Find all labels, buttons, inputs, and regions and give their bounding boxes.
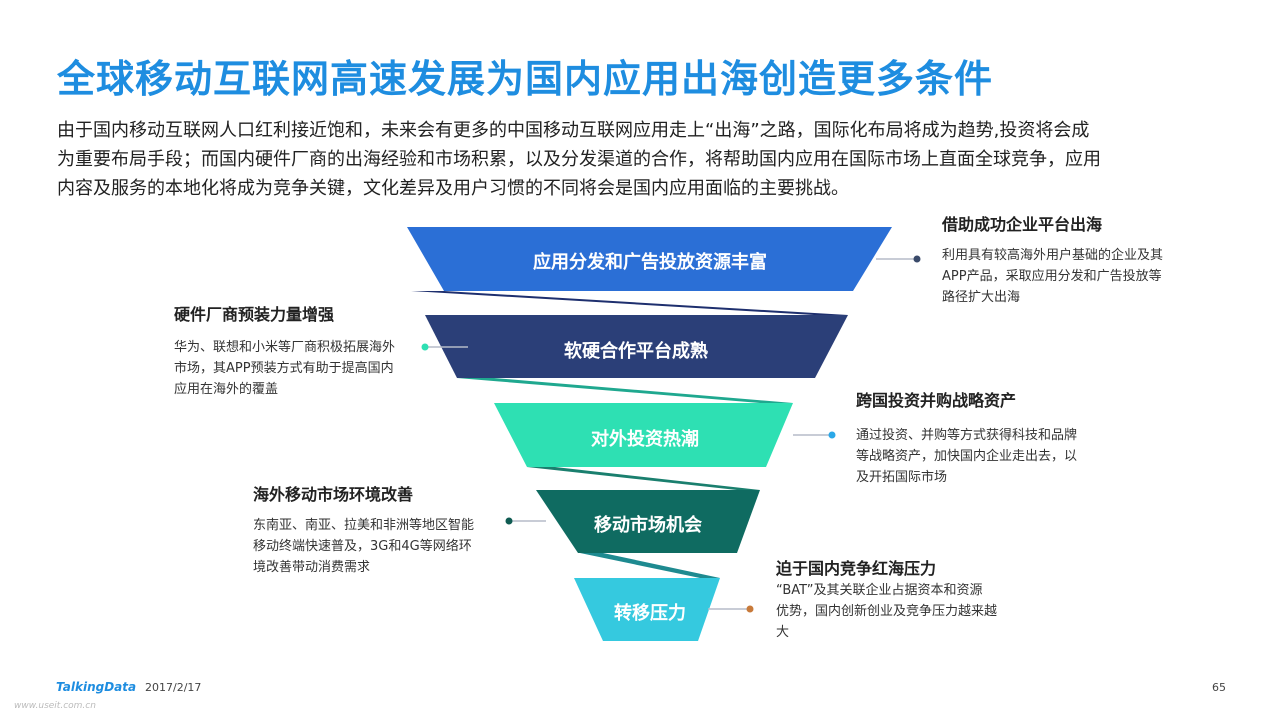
note-2-dot — [421, 343, 429, 351]
note-1-title: 借助成功企业平台出海 — [942, 215, 1103, 234]
note-5-line: 大 — [776, 625, 790, 640]
intro-line: 内容及服务的本地化将成为竞争关键，文化差异及用户习惯的不同将会是国内应用面临的主… — [57, 178, 849, 199]
note-3-dot — [828, 431, 836, 439]
note-5-line: “BAT”及其关联企业占据资本和资源 — [776, 583, 983, 598]
note-2-line: 应用在海外的覆盖 — [174, 382, 279, 397]
note-3-line: 通过投资、并购等方式获得科技和品牌 — [856, 428, 1078, 443]
note-2-body: 华为、联想和小米等厂商积极拓展海外 市场，其APP预装方式有助于提高国内 应用在… — [174, 337, 395, 400]
note-2-line: 华为、联想和小米等厂商积极拓展海外 — [174, 340, 396, 355]
note-5-title: 迫于国内竞争红海压力 — [776, 559, 937, 578]
note-3-title: 跨国投资并购战略资产 — [856, 391, 1017, 410]
note-1-dot — [913, 255, 921, 263]
watermark: www.useit.com.cn — [14, 701, 96, 711]
funnel-band-2-label: 软硬合作平台成熟 — [564, 341, 708, 362]
intro-line: 为重要布局手段；而国内硬件厂商的出海经验和市场积累，以及分发渠道的合作，将帮助国… — [57, 149, 1101, 170]
note-4-line: 境改善带动消费需求 — [253, 560, 371, 575]
funnel-band-1-label: 应用分发和广告投放资源丰富 — [533, 252, 767, 273]
funnel-band-3-label: 对外投资热潮 — [591, 429, 699, 450]
note-4-dot — [505, 517, 513, 525]
talkingdata-logo: TalkingData — [56, 680, 137, 694]
note-1-line: APP产品，采取应用分发和广告投放等 — [942, 269, 1162, 284]
note-2-line: 市场，其APP预装方式有助于提高国内 — [174, 361, 394, 376]
funnel-band-4-label: 移动市场机会 — [594, 515, 702, 536]
funnel-band-5 — [574, 578, 720, 641]
note-1-line: 利用具有较高海外用户基础的企业及其 — [942, 248, 1164, 263]
funnel-connector-2 — [457, 378, 793, 403]
funnel-band-4 — [536, 490, 760, 553]
note-4-body: 东南亚、南亚、拉美和非洲等地区智能 移动终端快速普及，3G和4G等网络环 境改善… — [253, 515, 474, 578]
funnel-connector-1 — [411, 291, 848, 315]
funnel-band-5-label: 转移压力 — [614, 603, 686, 624]
funnel-band-2 — [425, 315, 848, 378]
intro-paragraph: 由于国内移动互联网人口红利接近饱和，未来会有更多的中国移动互联网应用走上“出海”… — [57, 116, 1237, 203]
funnel-connector-3 — [527, 467, 760, 490]
footer-date: 2017/2/17 — [145, 681, 202, 694]
note-5-line: 优势，国内创新创业及竞争压力越来越 — [776, 604, 998, 619]
note-1-line: 路径扩大出海 — [942, 290, 1021, 305]
page-number: 65 — [1212, 681, 1226, 694]
page-title: 全球移动互联网高速发展为国内应用出海创造更多条件 — [57, 57, 994, 101]
funnel-band-3 — [494, 403, 793, 467]
note-3-line: 等战略资产，加快国内企业走出去，以 — [856, 449, 1078, 464]
funnel-connector-4 — [580, 553, 720, 578]
funnel-band-1 — [407, 227, 892, 291]
note-4-title: 海外移动市场环境改善 — [253, 485, 414, 504]
note-3-body: 通过投资、并购等方式获得科技和品牌 等战略资产，加快国内企业走出去，以 及开拓国… — [856, 425, 1077, 488]
note-5-dot — [746, 605, 754, 613]
note-1-body: 利用具有较高海外用户基础的企业及其 APP产品，采取应用分发和广告投放等 路径扩… — [942, 245, 1163, 308]
note-4-line: 东南亚、南亚、拉美和非洲等地区智能 — [253, 518, 475, 533]
note-3-line: 及开拓国际市场 — [856, 470, 948, 485]
note-2-title: 硬件厂商预装力量增强 — [174, 305, 335, 324]
note-5-body: “BAT”及其关联企业占据资本和资源 优势，国内创新创业及竞争压力越来越 大 — [776, 580, 997, 643]
intro-line: 由于国内移动互联网人口红利接近饱和，未来会有更多的中国移动互联网应用走上“出海”… — [57, 120, 1090, 141]
note-4-line: 移动终端快速普及，3G和4G等网络环 — [253, 539, 472, 554]
